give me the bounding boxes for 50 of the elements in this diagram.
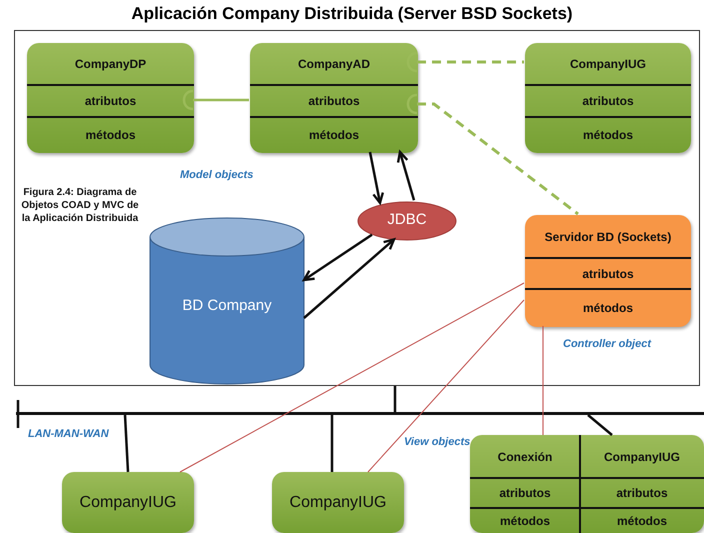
class-name: CompanyIUG	[288, 494, 388, 512]
section-label: atributos	[498, 485, 552, 502]
diagram-title: Aplicación Company Distribuida (Server BSD Sockets)	[130, 4, 574, 24]
class-box	[525, 215, 691, 327]
section-label: atributos	[581, 266, 635, 282]
interface-connector	[182, 90, 249, 110]
class-name: CompanyAD	[296, 56, 371, 73]
class-box	[272, 472, 404, 533]
figure-caption: Figura 2.4: Diagrama de Objetos COAD y MVC de la Aplicación Distribuida	[20, 186, 140, 225]
connector-line	[330, 415, 334, 472]
section-label: atributos	[84, 93, 138, 110]
arrow	[396, 150, 416, 201]
section-label: métodos	[308, 127, 360, 144]
connector-line	[124, 414, 130, 472]
class-box	[27, 43, 194, 153]
group-label: LAN-MAN-WAN	[28, 428, 109, 440]
class-box	[470, 435, 704, 533]
section-label: atributos	[615, 485, 669, 502]
arrow	[302, 234, 373, 282]
database-label: BD Company	[181, 299, 273, 313]
section-label: atributos	[581, 93, 635, 110]
section-label: métodos	[582, 300, 634, 317]
class-name: CompanyDP	[74, 56, 148, 73]
class-name: Servidor BD (Sockets)	[544, 228, 672, 246]
ellipse-label: JDBC	[386, 213, 428, 227]
arrow	[368, 152, 384, 204]
section-label: métodos	[498, 512, 551, 530]
section-label: atributos	[307, 93, 361, 110]
class-name: CompanyIUG	[602, 448, 681, 466]
class-box	[525, 43, 691, 153]
group-label: View objects	[404, 436, 470, 448]
connector-line	[180, 282, 524, 472]
connector-line	[542, 326, 544, 436]
section-label: métodos	[616, 512, 668, 530]
class-name: CompanyIUG	[78, 494, 178, 512]
class-name: CompanyIUG	[568, 56, 647, 73]
class-name: Conexión	[496, 448, 554, 466]
group-label: Controller object	[563, 338, 652, 350]
frame-box	[14, 30, 700, 386]
group-label: Model objects	[180, 169, 254, 181]
section-label: métodos	[84, 127, 136, 144]
connector-line	[368, 300, 524, 472]
arrow	[303, 238, 396, 319]
interface-connector	[406, 94, 579, 216]
section-label: métodos	[582, 127, 634, 144]
connector-line	[394, 386, 396, 412]
class-box	[62, 472, 194, 533]
network-bus	[16, 412, 704, 415]
interface-connector	[406, 52, 524, 72]
class-box	[250, 43, 418, 153]
